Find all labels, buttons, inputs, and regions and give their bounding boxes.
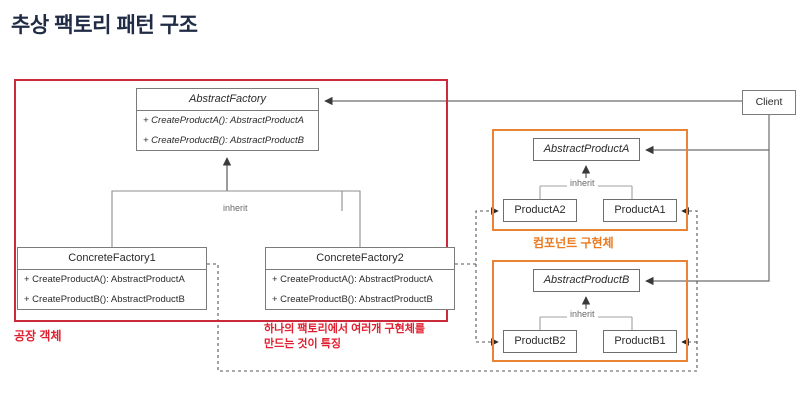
class-separator [137, 110, 318, 111]
class-box-product-b2[interactable]: ProductB2 [503, 330, 577, 353]
class-method: + CreateProductA(): AbstractProductA [143, 115, 304, 126]
class-method: + CreateProductA(): AbstractProductA [272, 274, 433, 285]
edge-label-inherit-product-b: inherit [567, 309, 598, 319]
factory-group-frame [14, 79, 448, 322]
annotation-note: 하나의 팩토리에서 여러개 구현체를 만드는 것이 특징 [264, 323, 425, 350]
class-name-concrete-factory-2: ConcreteFactory2 [316, 252, 404, 264]
class-box-abstract-product-b[interactable]: AbstractProductB [533, 269, 640, 292]
class-name-client: Client [755, 96, 783, 108]
class-box-concrete-factory-2[interactable]: ConcreteFactory2 + CreateProductA(): Abs… [265, 247, 455, 310]
class-box-product-a2[interactable]: ProductA2 [503, 199, 577, 222]
class-box-client[interactable]: Client [742, 90, 796, 115]
edge-inherit-bracket-right [342, 190, 361, 211]
class-method: + CreateProductA(): AbstractProductA [24, 274, 185, 285]
annotation-factory-group: 공장 객체 [14, 329, 62, 343]
class-box-abstract-product-a[interactable]: AbstractProductA [533, 138, 640, 161]
class-name-abstract-factory: AbstractFactory [188, 93, 267, 105]
class-method: + CreateProductB(): AbstractProductB [272, 294, 433, 305]
product-a-group-frame [492, 129, 688, 231]
edge-concrete2-creates-productb2 [475, 264, 499, 346]
class-box-abstract-factory[interactable]: AbstractFactory + CreateProductA(): Abst… [136, 88, 319, 151]
class-separator [18, 269, 206, 270]
edge-label-inherit-product-a: inherit [567, 178, 598, 188]
class-name-concrete-factory-1: ConcreteFactory1 [68, 252, 156, 264]
class-method: + CreateProductB(): AbstractProductB [143, 135, 304, 146]
class-box-product-b1[interactable]: ProductB1 [603, 330, 677, 353]
product-b-group-frame [492, 260, 688, 362]
class-box-concrete-factory-1[interactable]: ConcreteFactory1 + CreateProductA(): Abs… [17, 247, 207, 310]
edge-concrete2-creates-producta2 [455, 207, 499, 265]
class-separator [266, 269, 454, 270]
edge-label-inherit-factory: inherit [220, 203, 251, 213]
edge-inherit-bracket-factory [111, 190, 343, 211]
class-method: + CreateProductB(): AbstractProductB [24, 294, 185, 305]
page-title: 추상 팩토리 패턴 구조 [11, 14, 198, 37]
class-box-product-a1[interactable]: ProductA1 [603, 199, 677, 222]
annotation-component-group: 컴포넌트 구현체 [533, 236, 614, 250]
